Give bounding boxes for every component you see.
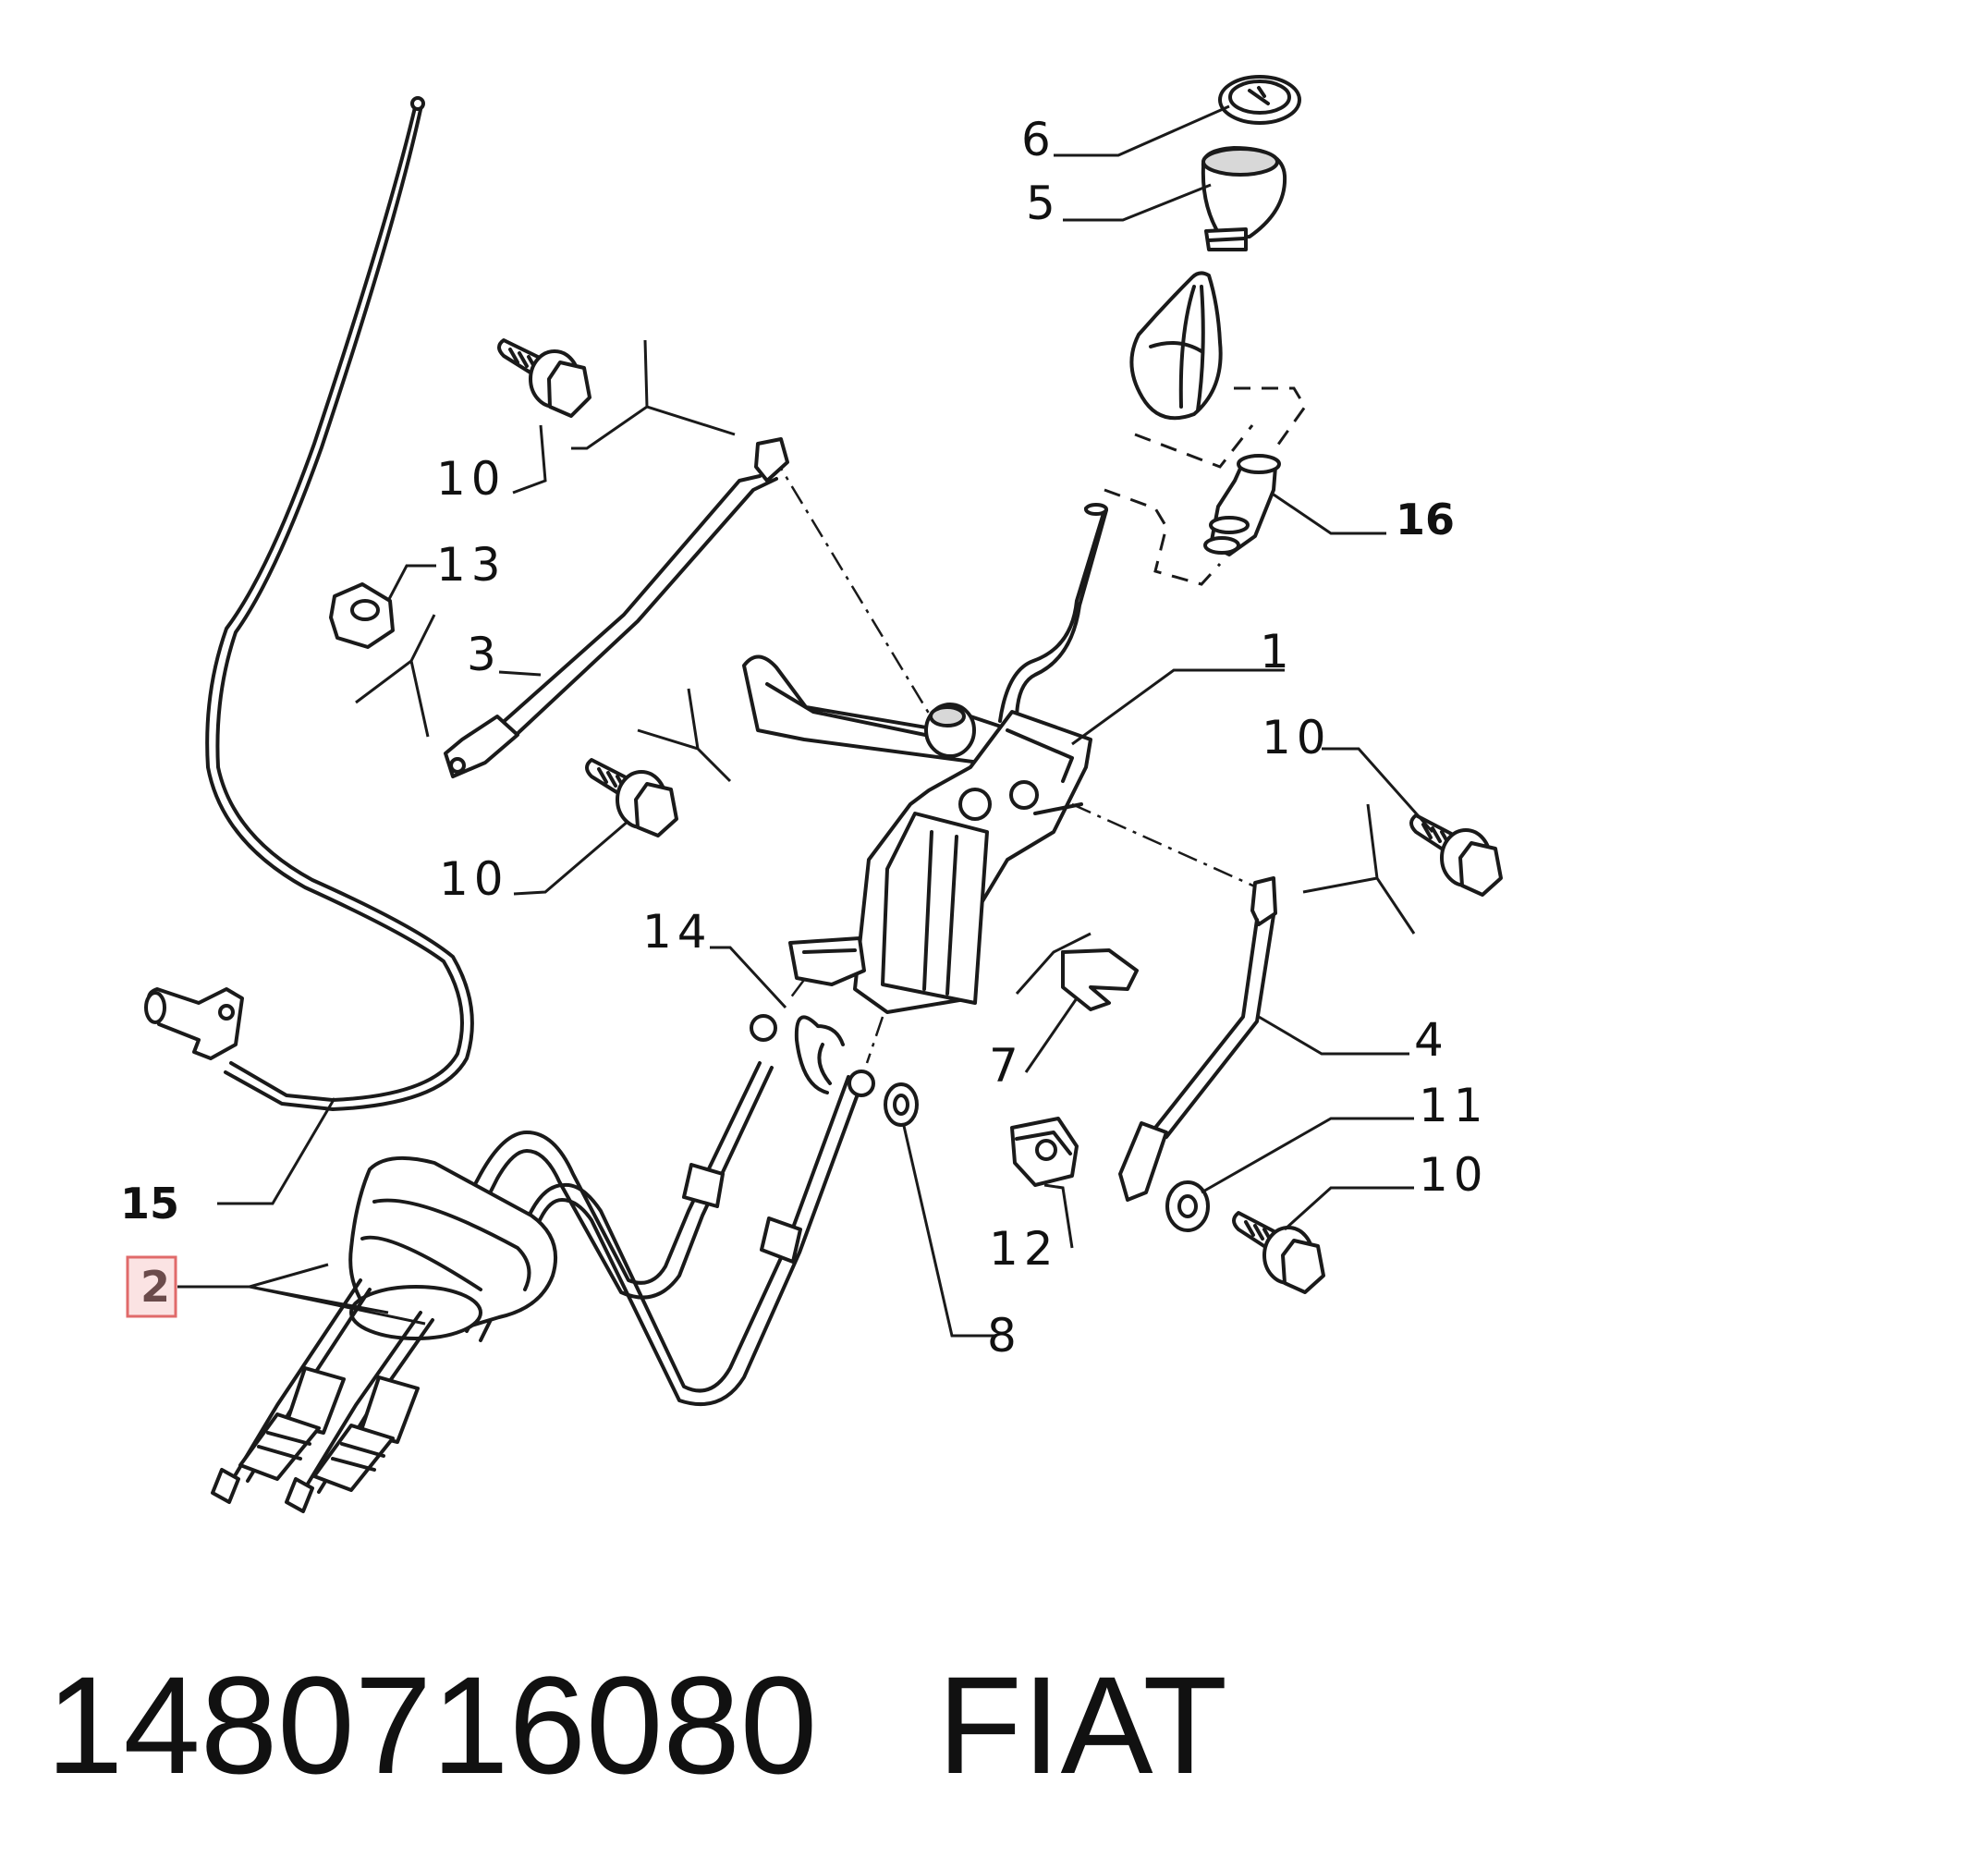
part-cable-sensor (144, 96, 474, 1111)
part-caption: 1480716080 FIAT (46, 1645, 1227, 1805)
callout-16: 16 (1396, 495, 1455, 544)
cable-end-bellows-b (285, 1375, 420, 1513)
callout-1: 1 (1260, 625, 1295, 678)
part-clip-7 (1061, 948, 1139, 1011)
part-number: 1480716080 (46, 1647, 818, 1803)
part-washer-11 (1165, 1180, 1210, 1232)
part-cap (1218, 75, 1301, 125)
part-washer-8 (884, 1082, 919, 1127)
part-gear-lever-rod (998, 503, 1108, 723)
callout-7: 7 (989, 1039, 1024, 1093)
callout-10-middle: 10 (439, 852, 509, 906)
bolt-10-right (1409, 813, 1503, 897)
callout-14: 14 (642, 905, 713, 959)
bolt-10-top (497, 338, 592, 418)
callout-6: 6 (1021, 113, 1056, 166)
highlight-box (126, 1255, 177, 1318)
part-circlip (794, 1015, 845, 1094)
callout-5: 5 (1026, 177, 1061, 230)
assembly-indicator-marks (355, 339, 1416, 995)
callout-2-highlight[interactable]: 2 (126, 1255, 177, 1318)
callout-15: 15 (120, 1179, 179, 1228)
part-gear-knob (1201, 146, 1287, 251)
part-rod-left (444, 437, 789, 778)
alignment-line-c (789, 979, 884, 1064)
brand-name: FIAT (937, 1647, 1228, 1803)
callout-10-top: 10 (436, 452, 506, 506)
callout-13: 13 (436, 538, 506, 592)
callout-12: 12 (989, 1222, 1059, 1276)
callout-10-right: 10 (1262, 711, 1332, 764)
callout-10-lower: 10 (1419, 1148, 1489, 1202)
callout-8: 8 (987, 1309, 1022, 1363)
part-rod-right (1118, 876, 1277, 1202)
part-bushing (1203, 454, 1281, 556)
bolt-10-middle (585, 758, 678, 837)
cable-end-bellows-a (211, 1366, 346, 1504)
alignment-line-b (1071, 802, 1258, 889)
dashed-outline-16 (1104, 488, 1222, 586)
part-lever-assembly (742, 654, 1092, 1014)
callout-2: 2 (140, 1262, 170, 1312)
dashed-outline-boot (1134, 386, 1307, 469)
part-cage-nut (1010, 1117, 1079, 1187)
part-gaiter-boot (1129, 271, 1223, 421)
callout-3: 3 (467, 628, 502, 681)
callout-4: 4 (1414, 1013, 1449, 1067)
leader-lines (177, 104, 1434, 1338)
part-nut (329, 582, 395, 649)
alignment-line-a (770, 452, 935, 722)
bolt-10-lower (1232, 1211, 1325, 1294)
callout-11: 11 (1419, 1079, 1489, 1132)
part-selector-cables (211, 1014, 875, 1513)
